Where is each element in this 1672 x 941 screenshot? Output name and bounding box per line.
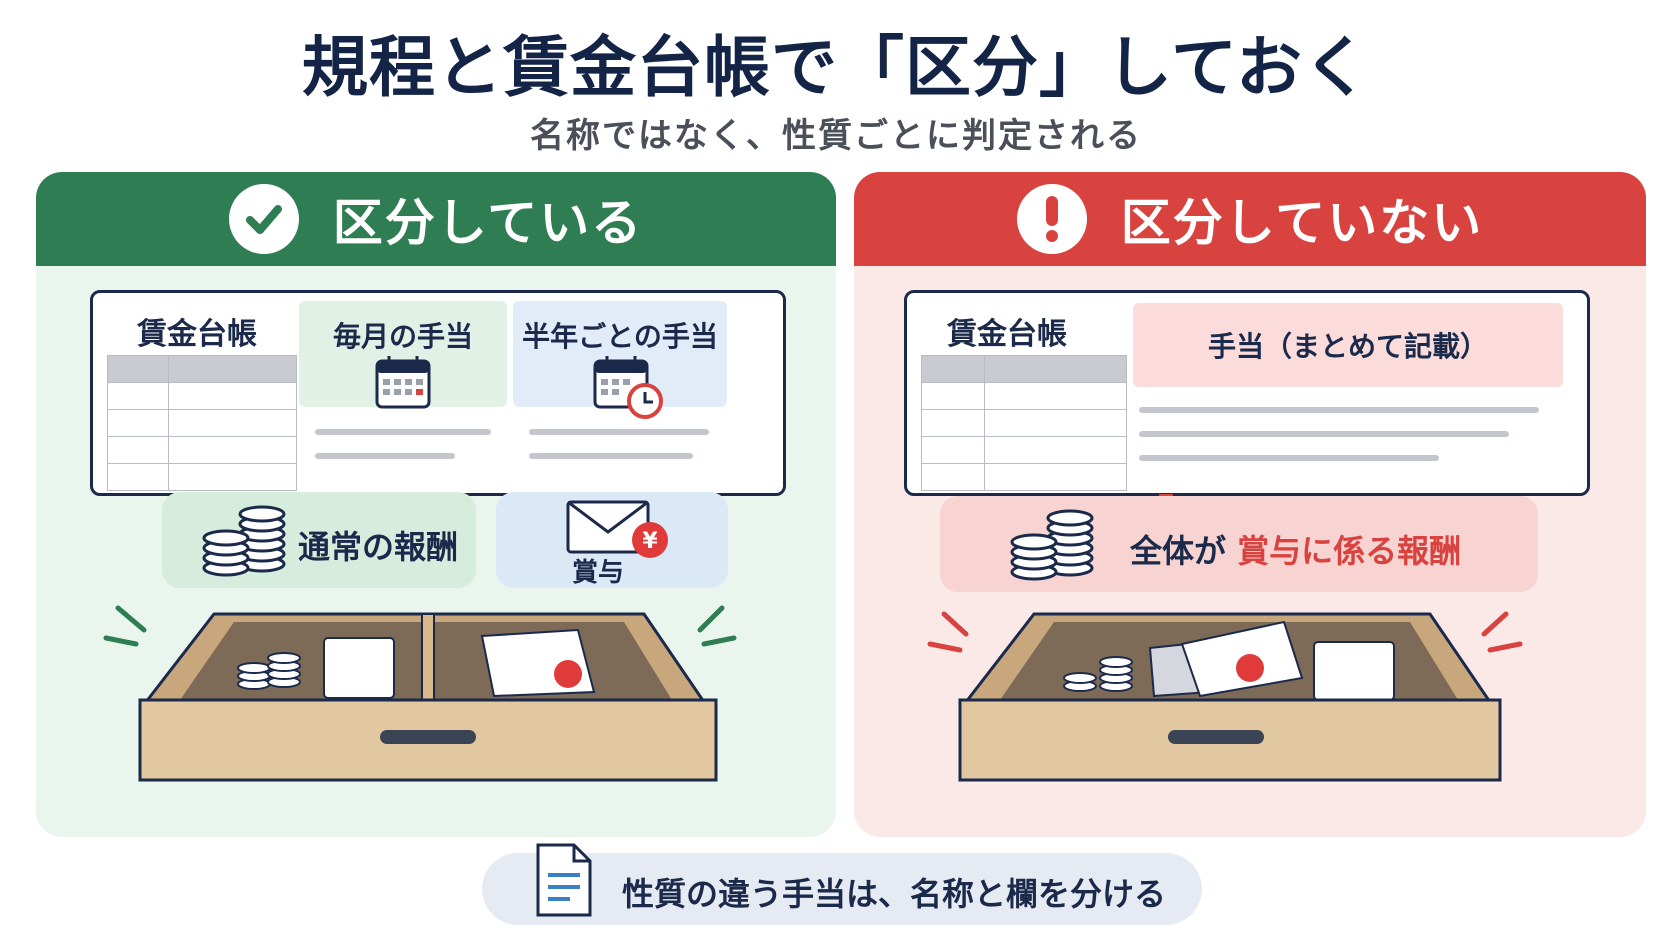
unseparated-panel-title: 区分していない [1120, 194, 1484, 252]
coins-icon [1010, 509, 1094, 581]
semiannual-allowance-column: 半年ごとの手当 [513, 301, 727, 419]
ledger-grid [107, 355, 297, 491]
ledger-label: 賃金台帳 [137, 317, 257, 352]
monthly-allowance-column: 毎月の手当 [299, 301, 507, 409]
wage-ledger-separated: 賃金台帳 毎月の手当 半年ごとの手 [90, 290, 786, 496]
document-icon [536, 843, 592, 917]
all-bonus-label: 全体が 賞与に係る報酬 [1130, 526, 1461, 572]
separated-panel-title: 区分している [332, 194, 644, 252]
bonus-label: 賞与 [572, 558, 625, 588]
coins-icon [202, 505, 286, 577]
envelope-yen-icon: ¥ [566, 500, 668, 558]
unseparated-panel-header: 区分していない [854, 172, 1646, 266]
svg-text:¥: ¥ [642, 529, 658, 554]
divided-drawer-illustration [103, 605, 737, 782]
regular-pay-label: 通常の報酬 [298, 528, 459, 566]
page-subtitle: 名称ではなく、性質ごとに判定される [530, 116, 1142, 156]
regular-pay-box: 通常の報酬 [162, 492, 476, 588]
bonus-box: ¥ 賞与 [496, 492, 728, 588]
footer-note: 性質の違う手当は、名称と欄を分ける [482, 843, 1202, 925]
unseparated-panel: 区分していない 賃金台帳 手当（まとめて記載） 全体が 賞与 [854, 172, 1646, 837]
calendar-icon [375, 356, 431, 409]
monthly-allowance-label: 毎月の手当 [332, 320, 473, 353]
footer-text: 性質の違う手当は、名称と欄を分ける [622, 875, 1167, 913]
exclamation-icon [1016, 184, 1087, 254]
calendar-clock-icon [593, 356, 663, 419]
all-prefix: 全体が [1130, 532, 1227, 570]
separated-panel-header: 区分している [36, 172, 836, 266]
mixed-drawer-illustration [927, 611, 1523, 782]
wage-ledger-unseparated: 賃金台帳 手当（まとめて記載） [904, 290, 1590, 496]
combined-allowance-label: 手当（まとめて記載） [1207, 330, 1488, 363]
bonus-highlight: 賞与に係る報酬 [1237, 532, 1462, 570]
all-bonus-box: 全体が 賞与に係る報酬 [940, 496, 1538, 592]
combined-allowance-column: 手当（まとめて記載） [1133, 303, 1563, 387]
page-title: 規程と賃金台帳で「区分」しておく [301, 29, 1371, 106]
separated-panel: 区分している 賃金台帳 毎月の手当 [36, 172, 836, 837]
semiannual-allowance-label: 半年ごとの手当 [522, 320, 718, 353]
check-icon [228, 184, 299, 254]
ledger-label: 賃金台帳 [947, 317, 1067, 352]
ledger-grid [921, 355, 1127, 491]
